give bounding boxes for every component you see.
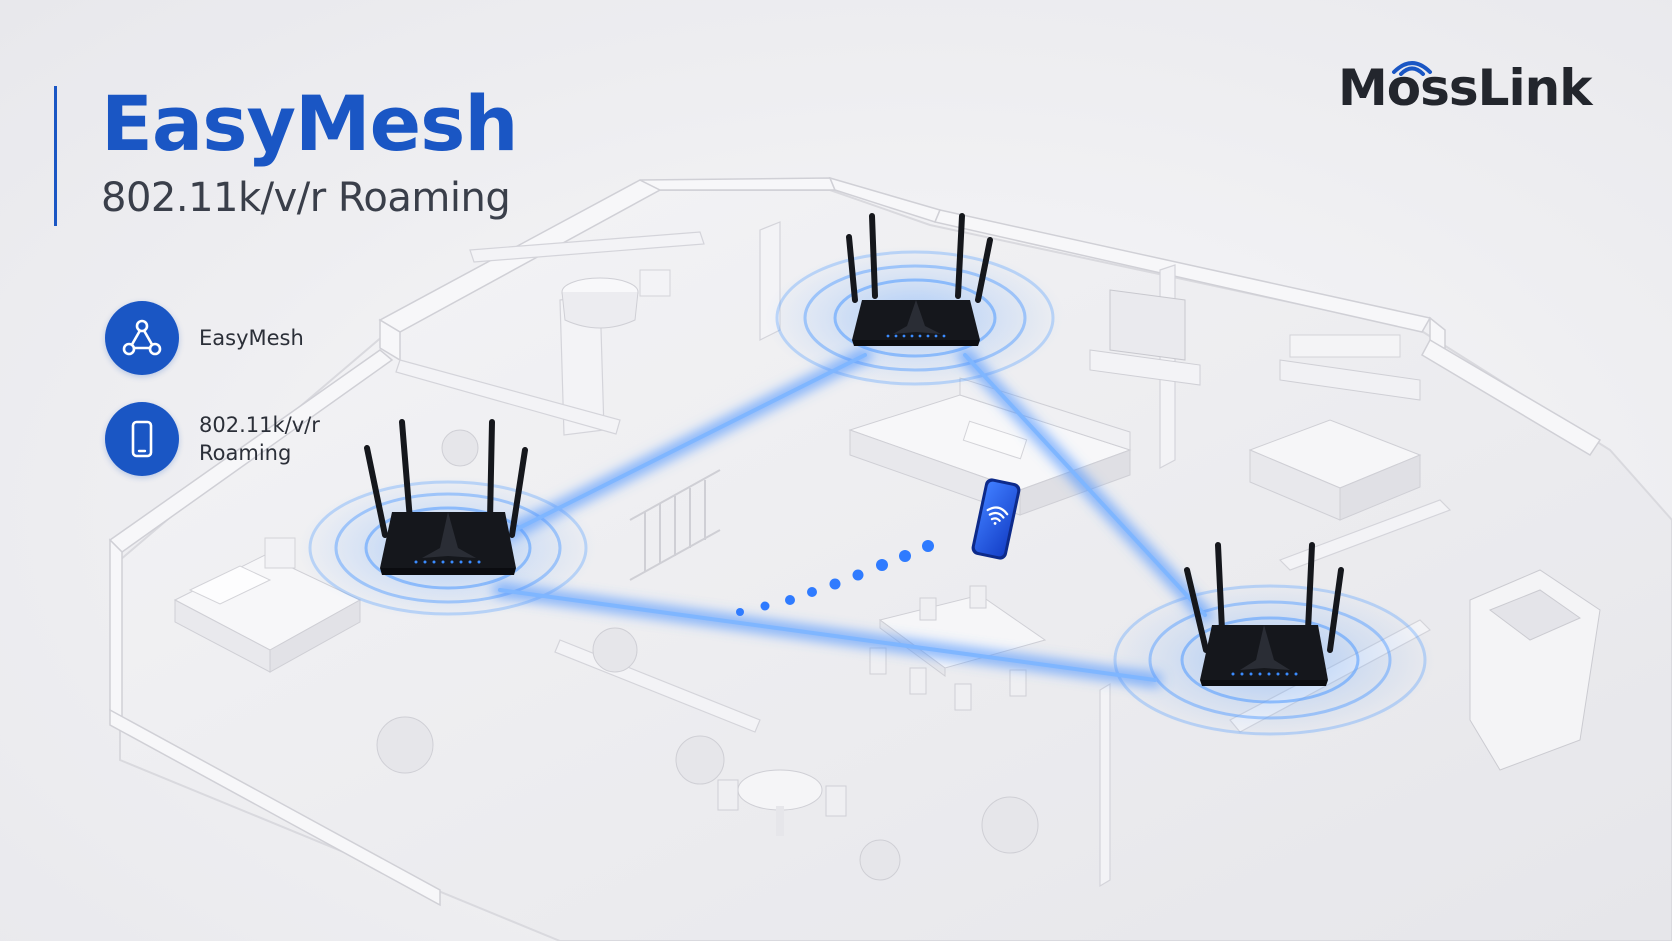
feature-label-roaming: 802.11k/v/r Roaming xyxy=(199,413,320,465)
router-left xyxy=(364,419,528,575)
brand-logo: MossLink xyxy=(1338,58,1608,118)
car-shape xyxy=(1469,569,1601,771)
wifi-wave-icon xyxy=(1392,61,1432,76)
kitchen-furniture xyxy=(1248,334,1422,521)
mesh-network-icon xyxy=(105,301,179,375)
smartphone-device xyxy=(971,478,1021,560)
router-signal-rings xyxy=(298,246,1435,738)
mesh-links xyxy=(493,348,1212,687)
tv-furniture xyxy=(1089,289,1201,386)
roaming-path-dots xyxy=(736,540,934,616)
bathtub-furniture xyxy=(561,269,671,329)
page-subtitle: 802.11k/v/r Roaming xyxy=(101,175,511,221)
router-top xyxy=(846,213,993,346)
patio-furniture xyxy=(717,769,847,836)
feature-item-roaming: 802.11k/v/r Roaming xyxy=(105,402,320,476)
plant-decor xyxy=(376,429,1039,881)
feature-item-easymesh: EasyMesh xyxy=(105,301,304,375)
page-title: EasyMesh xyxy=(101,79,518,168)
smartphone-icon xyxy=(105,402,179,476)
stair-railing xyxy=(629,469,721,581)
router-right xyxy=(1184,542,1344,686)
house-walls xyxy=(108,176,1602,907)
heading-block: EasyMesh 802.11k/v/r Roaming xyxy=(54,86,518,226)
brand-name: MossLink xyxy=(1338,59,1592,117)
feature-label-easymesh: EasyMesh xyxy=(199,326,304,350)
